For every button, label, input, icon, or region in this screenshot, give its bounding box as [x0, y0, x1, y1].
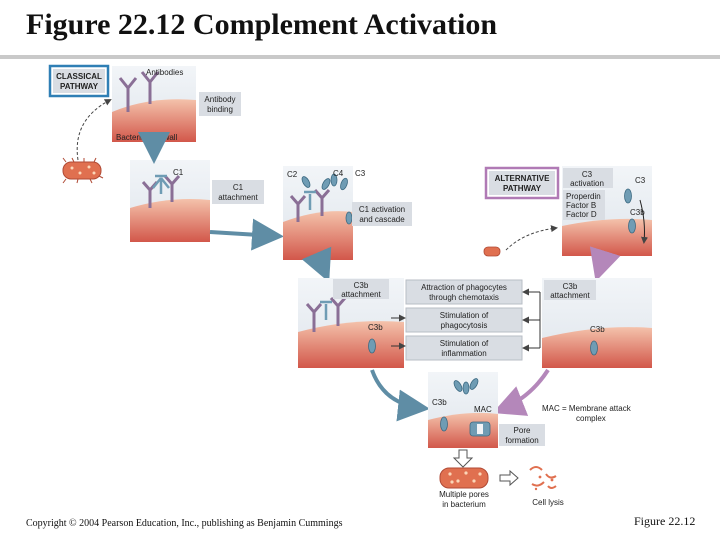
multiple-pores-line2: in bacterium [442, 500, 486, 509]
antibody-icon [118, 71, 160, 112]
c3-label: C3 [355, 169, 366, 178]
mac-definition-line2: complex [576, 414, 606, 423]
complement-proteins-icon [301, 173, 353, 225]
panel-c1-activation: C2 C4 C3 C3b [283, 166, 370, 260]
bacterium-icon [62, 157, 104, 184]
c2-label: C2 [287, 170, 298, 179]
alt-flow-arrow-2 [492, 368, 550, 416]
panel-c3-activation: C3 C3b C3 activation Properdin Factor B … [562, 166, 652, 256]
c1-attachment-line1: C1 [233, 183, 244, 192]
c1-attachment-line2: attachment [218, 193, 258, 202]
properdin-label: Properdin [566, 192, 601, 201]
factor-b-label: Factor B [566, 201, 596, 210]
cell-lysis-label: Cell lysis [532, 498, 564, 507]
outcome-pointer-arrows [391, 288, 541, 352]
inflammation-line1: Stimulation of [440, 339, 489, 348]
mac-definition-line1: MAC = Membrane attack [542, 404, 632, 413]
panel-c3b-attachment-alternative: C3b C3b attachment [542, 278, 652, 368]
c3b-label-alt: C3b [630, 208, 645, 217]
phagocytosis-line1: Stimulation of [440, 311, 489, 320]
c3b-label-panel6: C3b [432, 398, 447, 407]
alt-flow-arrow-1 [589, 246, 621, 282]
c1-activation-line1: C1 activation [359, 205, 405, 214]
porous-bacterium-icon [439, 467, 489, 489]
bacterium-icon-small [483, 246, 501, 257]
c3b-label-panel5: C3b [590, 325, 605, 334]
c1-label: C1 [173, 168, 184, 177]
outcome-phagocytosis: Stimulation of phagocytosis [405, 307, 523, 333]
alternative-line1: ALTERNATIVE [495, 174, 550, 183]
small-bacterium-arrow [505, 225, 558, 251]
c3b-label-panel4: C3b [368, 323, 383, 332]
c3b-attachment-line2: attachment [341, 290, 381, 299]
pore-formation-line1: Pore [514, 426, 531, 435]
attraction-line2: through chemotaxis [429, 293, 499, 302]
c3b-attachment-line1: C3b [354, 281, 369, 290]
phagocytosis-line2: phagocytosis [441, 321, 488, 330]
panel-mac: C3b MAC Pore formation [428, 372, 545, 448]
bacterial-cell-wall-shape [112, 99, 196, 142]
attraction-line1: Attraction of phagocytes [421, 283, 507, 292]
panel-c1-attachment: C1 [130, 160, 210, 242]
classical-pathway-label: CLASSICAL PATHWAY [48, 64, 110, 98]
c3-activation-line1: C3 [582, 170, 593, 179]
flow-arrow-2 [209, 218, 284, 251]
outcome-attraction: Attraction of phagocytes through chemota… [405, 279, 523, 305]
c4-label: C4 [333, 169, 344, 178]
down-arrow-icon [452, 449, 474, 468]
mac-definition: MAC = Membrane attack complex [542, 404, 632, 423]
multiple-pores-line1: Multiple pores [439, 490, 489, 499]
antibody-binding-line1: Antibody [204, 95, 235, 104]
outcome-inflammation: Stimulation of inflammation [405, 335, 523, 361]
multiple-pores-label: Multiple pores in bacterium [439, 490, 489, 509]
alternative-pathway-label: ALTERNATIVE PATHWAY [484, 166, 560, 200]
c3-label-alt: C3 [635, 176, 646, 185]
right-arrow-icon [499, 469, 519, 487]
antibody-binding-line2: binding [207, 105, 233, 114]
pore-formation-line2: formation [505, 436, 538, 445]
c1-activation-label: C1 activation and cascade [352, 202, 412, 226]
flow-arrow-4 [370, 369, 430, 422]
cell-lysis-icon [529, 466, 557, 491]
copyright-notice: Copyright © 2004 Pearson Education, Inc.… [26, 518, 343, 529]
alternative-line2: PATHWAY [503, 184, 542, 193]
inflammation-line2: inflammation [441, 349, 486, 358]
bacterial-cell-wall-label: Bacterial cell wall [116, 133, 178, 142]
antibody-binding-label: Antibody binding [199, 92, 241, 116]
panel-c3b-attachment-classical: C3b C3b attachment [298, 278, 404, 368]
slide-title: Figure 22.12 Complement Activation [26, 8, 498, 41]
mac-label: MAC [474, 405, 492, 414]
flow-arrow-3 [301, 246, 332, 283]
antibodies-label: Antibodies [146, 68, 183, 77]
bacterium-to-binding-arrow [76, 99, 112, 161]
c1-activation-line2: and cascade [359, 215, 405, 224]
c3-activation-line2: activation [570, 179, 604, 188]
classical-line1: CLASSICAL [56, 72, 102, 81]
figure-label: Figure 22.12 [634, 514, 696, 528]
mac-pore-icon [469, 421, 491, 437]
title-divider [0, 55, 720, 59]
c3b-attachment-alt-line1: C3b [563, 282, 578, 291]
classical-line2: PATHWAY [60, 82, 99, 91]
factor-d-label: Factor D [566, 210, 597, 219]
c3b-attachment-alt-line2: attachment [550, 291, 590, 300]
panel-antibody-binding: Antibodies Bacterial cell wall [112, 66, 196, 142]
c1-complex-icon [152, 174, 170, 194]
c1-attachment-label: C1 attachment [212, 180, 264, 204]
